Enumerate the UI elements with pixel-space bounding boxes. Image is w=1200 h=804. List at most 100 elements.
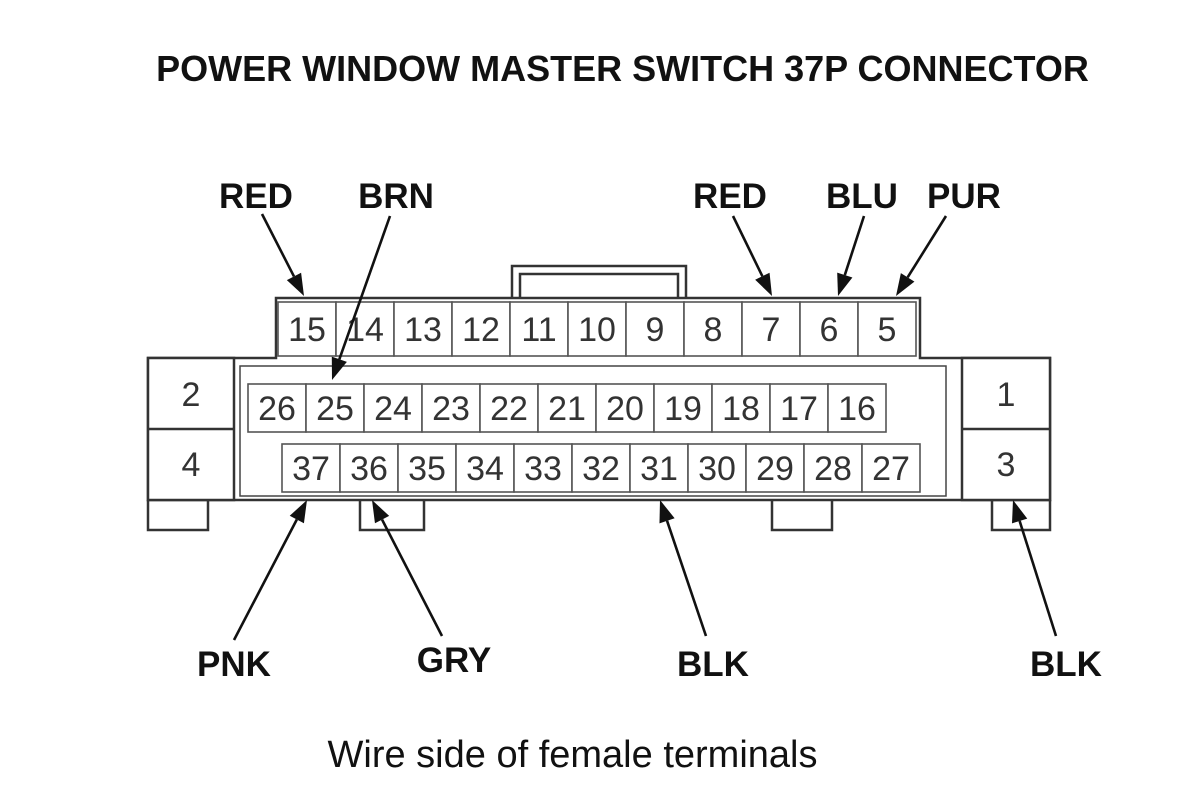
terminal-cell bbox=[741, 301, 801, 357]
terminal-number: 5 bbox=[878, 311, 897, 349]
arrow-head-icon bbox=[755, 272, 772, 296]
terminal-cell bbox=[455, 443, 515, 493]
callout-line bbox=[665, 520, 708, 637]
terminal-number: 10 bbox=[578, 311, 616, 349]
terminal-number: 37 bbox=[292, 450, 330, 488]
wire-callout: BLU bbox=[826, 177, 898, 296]
terminal-number: 12 bbox=[462, 311, 500, 349]
callout-line bbox=[843, 215, 866, 276]
terminal-cell bbox=[687, 443, 747, 493]
terminal-cell bbox=[857, 301, 917, 357]
wire-color-label: BLK bbox=[677, 645, 749, 684]
terminal-cell bbox=[745, 443, 805, 493]
terminal-number: 35 bbox=[408, 450, 446, 488]
wire-callout: PNK bbox=[197, 500, 307, 684]
wire-color-label: RED bbox=[219, 177, 293, 216]
terminal-number: 23 bbox=[432, 390, 470, 428]
callout-line bbox=[731, 215, 764, 277]
foot-center-left bbox=[358, 500, 426, 532]
terminal-number: 24 bbox=[374, 390, 412, 428]
arrow-head-icon bbox=[837, 272, 853, 296]
wire-callout: RED bbox=[219, 177, 304, 296]
terminal-number: 9 bbox=[646, 311, 665, 349]
terminal-number: 21 bbox=[548, 390, 586, 428]
terminal-number: 8 bbox=[704, 311, 723, 349]
foot-right bbox=[990, 500, 1052, 532]
terminal-cell bbox=[653, 383, 713, 433]
terminal-number: 29 bbox=[756, 450, 794, 488]
terminal-number: 1 bbox=[997, 376, 1016, 414]
terminal-cell bbox=[567, 301, 627, 357]
terminal-cell bbox=[769, 383, 829, 433]
terminal-cell bbox=[595, 383, 655, 433]
terminal-number: 6 bbox=[820, 311, 839, 349]
foot-left bbox=[146, 500, 210, 532]
arrow-head-icon bbox=[1012, 500, 1028, 524]
callout-line bbox=[380, 518, 444, 637]
terminal-number: 18 bbox=[722, 390, 760, 428]
terminal-cell bbox=[571, 443, 631, 493]
wire-callout: BLK bbox=[659, 500, 749, 684]
wire-color-label: BLK bbox=[1030, 645, 1102, 684]
terminal-number: 26 bbox=[258, 390, 296, 428]
terminal-cell bbox=[247, 383, 307, 433]
terminal-number: 2 bbox=[182, 376, 201, 414]
arrow-head-icon bbox=[289, 500, 307, 524]
arrow-head-icon bbox=[896, 273, 915, 296]
wire-callout: BLK bbox=[1012, 500, 1102, 684]
terminal-number: 31 bbox=[640, 450, 678, 488]
terminal-cell bbox=[479, 383, 539, 433]
terminal-cell bbox=[683, 301, 743, 357]
terminal-number: 16 bbox=[838, 390, 876, 428]
terminal-cell bbox=[363, 383, 423, 433]
terminal-cell bbox=[305, 383, 365, 433]
terminal-cell bbox=[335, 301, 395, 357]
terminal-number: 28 bbox=[814, 450, 852, 488]
terminal-number: 25 bbox=[316, 390, 354, 428]
terminal-cell bbox=[803, 443, 863, 493]
terminal-cell bbox=[799, 301, 859, 357]
foot-center-right bbox=[770, 500, 834, 532]
terminal-number: 19 bbox=[664, 390, 702, 428]
terminal-number: 15 bbox=[288, 311, 326, 349]
wire-color-label: BRN bbox=[358, 177, 434, 216]
terminal-cell bbox=[625, 301, 685, 357]
terminal-number: 4 bbox=[182, 446, 201, 484]
terminal-cell bbox=[629, 443, 689, 493]
wire-color-label: PUR bbox=[927, 177, 1001, 216]
terminal-number: 33 bbox=[524, 450, 562, 488]
arrow-head-icon bbox=[286, 272, 304, 296]
wire-color-label: GRY bbox=[417, 641, 492, 680]
terminal-number: 22 bbox=[490, 390, 528, 428]
terminal-number: 7 bbox=[762, 311, 781, 349]
terminal-number: 17 bbox=[780, 390, 818, 428]
terminal-number: 32 bbox=[582, 450, 620, 488]
locking-tab bbox=[510, 264, 688, 300]
terminal-number: 3 bbox=[997, 446, 1016, 484]
callout-line bbox=[260, 213, 296, 278]
terminal-cell bbox=[421, 383, 481, 433]
wire-color-label: PNK bbox=[197, 645, 271, 684]
terminal-cell bbox=[711, 383, 771, 433]
diagram-caption: Wire side of female terminals bbox=[327, 734, 818, 776]
callout-line bbox=[906, 215, 948, 279]
arrow-head-icon bbox=[331, 356, 347, 380]
terminal-number: 36 bbox=[350, 450, 388, 488]
terminal-number: 14 bbox=[346, 311, 384, 349]
terminal-number: 27 bbox=[872, 450, 910, 488]
terminal-number: 13 bbox=[404, 311, 442, 349]
wire-color-label: BLU bbox=[826, 177, 898, 216]
diagram-title: POWER WINDOW MASTER SWITCH 37P CONNECTOR bbox=[156, 48, 1089, 89]
terminal-number: 34 bbox=[466, 450, 504, 488]
terminal-cell bbox=[281, 443, 341, 493]
callout-line bbox=[232, 518, 298, 641]
arrow-head-icon bbox=[659, 500, 675, 524]
terminal-number: 30 bbox=[698, 450, 736, 488]
wire-callout: PUR bbox=[896, 177, 1001, 296]
callout-line bbox=[1018, 520, 1058, 637]
terminal-cell bbox=[509, 301, 569, 357]
terminal-number: 20 bbox=[606, 390, 644, 428]
